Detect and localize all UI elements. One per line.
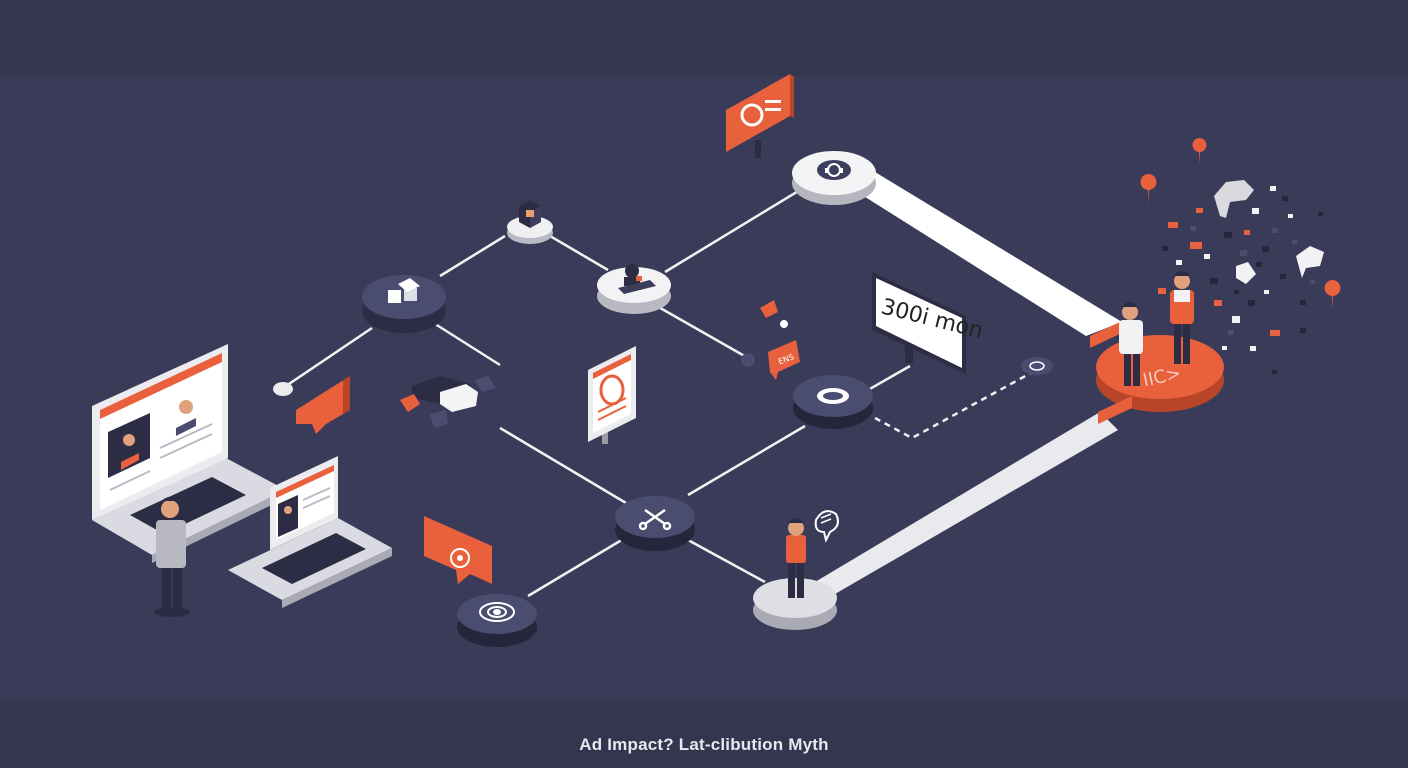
start-dot xyxy=(273,382,293,396)
diagram-caption: Ad Impact? Lat-clibution Myth xyxy=(579,735,829,754)
target-icon xyxy=(479,602,515,622)
bubble-small-mid: ENS xyxy=(741,300,800,380)
scissors-icon xyxy=(638,508,672,531)
connection-lines xyxy=(282,188,1041,598)
node-right xyxy=(793,375,873,429)
laptop-large xyxy=(92,344,286,563)
gift-icon xyxy=(388,278,420,303)
tablet xyxy=(588,346,636,444)
person-platform-left xyxy=(1119,302,1143,386)
person-walking xyxy=(786,518,806,598)
person-desk-icon xyxy=(618,264,656,294)
bottom-band xyxy=(0,700,1408,768)
destination-platform: IIC> xyxy=(1090,320,1224,424)
rubble-left xyxy=(400,376,496,428)
small-end-node xyxy=(1021,357,1053,375)
bubble-left xyxy=(296,376,350,434)
laptop-small xyxy=(228,456,392,608)
person-at-laptop xyxy=(154,496,190,617)
bubble-bottom xyxy=(424,516,492,584)
particle-burst xyxy=(1140,138,1341,374)
monitor-billboard: 300i mon xyxy=(872,272,985,374)
top-node xyxy=(792,151,876,205)
person-platform-right xyxy=(1170,271,1194,364)
node-center xyxy=(597,264,671,314)
node-left-upper xyxy=(362,275,446,333)
headset-icon xyxy=(825,163,843,177)
cube-icon xyxy=(519,200,541,228)
cloud-icon xyxy=(817,388,849,404)
node-bottom-left xyxy=(457,594,537,647)
billboard-top xyxy=(726,74,794,158)
node-lower-center xyxy=(615,496,695,551)
chat-bubble xyxy=(814,510,839,543)
top-band xyxy=(0,0,1408,76)
small-top-node xyxy=(507,200,553,244)
